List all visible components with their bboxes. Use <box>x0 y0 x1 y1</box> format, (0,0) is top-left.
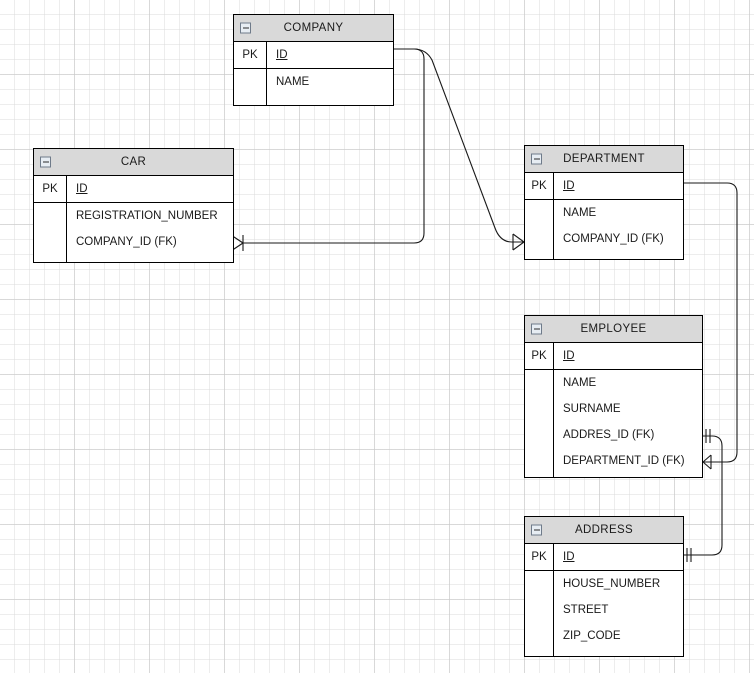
attribute-address-id[interactable]: ID <box>563 551 575 563</box>
attribute-employee-department-id-fk[interactable]: DEPARTMENT_ID (FK) <box>563 455 685 467</box>
entity-company-title: COMPANY <box>283 22 344 34</box>
one-one-marker-employee-address <box>705 429 711 443</box>
attribute-address-zip-code[interactable]: ZIP_CODE <box>563 630 621 642</box>
pk-label: PK <box>242 49 258 61</box>
entity-department-header: DEPARTMENT <box>525 146 683 173</box>
minus-collapse-icon[interactable] <box>531 323 542 335</box>
crows-foot-marker-department <box>512 233 525 251</box>
entity-address-title: ADDRESS <box>574 524 634 536</box>
entity-car[interactable]: CAR PK ID REGISTRATION_NUMBER COMPANY_ID… <box>33 148 234 263</box>
attribute-company-name[interactable]: NAME <box>276 76 310 88</box>
minus-collapse-icon[interactable] <box>240 22 251 34</box>
pk-label: PK <box>531 180 547 192</box>
attribute-department-company-id-fk[interactable]: COMPANY_ID (FK) <box>563 233 664 245</box>
entity-address[interactable]: ADDRESS PK ID HOUSE_NUMBER STREET ZIP_CO… <box>524 516 684 657</box>
crows-foot-marker-employee-department <box>702 454 712 470</box>
entity-company-pk-section: PK ID <box>234 42 393 69</box>
entity-employee[interactable]: EMPLOYEE PK ID NAME SURNAME ADDRES_ID (F… <box>524 315 703 478</box>
attribute-department-id[interactable]: ID <box>563 180 575 192</box>
entity-department[interactable]: DEPARTMENT PK ID NAME COMPANY_ID (FK) <box>524 145 684 260</box>
entity-department-title: DEPARTMENT <box>563 153 645 165</box>
entity-employee-attr-section: NAME SURNAME ADDRES_ID (FK) DEPARTMENT_I… <box>525 370 702 478</box>
minus-collapse-icon[interactable] <box>40 156 51 168</box>
attribute-car-company-id-fk[interactable]: COMPANY_ID (FK) <box>76 236 177 248</box>
entity-employee-header: EMPLOYEE <box>525 316 702 343</box>
attribute-address-house-number[interactable]: HOUSE_NUMBER <box>563 578 661 590</box>
attribute-car-id[interactable]: ID <box>76 183 88 195</box>
pk-label: PK <box>531 350 547 362</box>
entity-employee-pk-section: PK ID <box>525 343 702 370</box>
minus-collapse-icon[interactable] <box>531 524 542 536</box>
one-one-marker-address-id <box>686 548 692 562</box>
attribute-employee-id[interactable]: ID <box>563 350 575 362</box>
entity-employee-title: EMPLOYEE <box>580 323 647 335</box>
entity-company-header: COMPANY <box>234 15 393 42</box>
entity-address-header: ADDRESS <box>525 517 683 544</box>
entity-car-attr-section: REGISTRATION_NUMBER COMPANY_ID (FK) <box>34 203 233 263</box>
attribute-department-name[interactable]: NAME <box>563 207 597 219</box>
attribute-car-registration-number[interactable]: REGISTRATION_NUMBER <box>76 210 218 222</box>
entity-car-pk-section: PK ID <box>34 176 233 203</box>
entity-department-attr-section: NAME COMPANY_ID (FK) <box>525 200 683 260</box>
entity-address-attr-section: HOUSE_NUMBER STREET ZIP_CODE <box>525 571 683 657</box>
pk-label: PK <box>42 183 58 195</box>
attribute-employee-surname[interactable]: SURNAME <box>563 403 621 415</box>
pk-label: PK <box>531 551 547 563</box>
entity-car-title: CAR <box>120 156 147 168</box>
entity-car-header: CAR <box>34 149 233 176</box>
entity-company-attr-section: NAME <box>234 69 393 106</box>
attribute-employee-addres-id-fk[interactable]: ADDRES_ID (FK) <box>563 429 655 441</box>
attribute-company-id[interactable]: ID <box>276 49 288 61</box>
relationship-company-department[interactable] <box>394 48 525 251</box>
entity-address-pk-section: PK ID <box>525 544 683 571</box>
minus-collapse-icon[interactable] <box>531 153 542 165</box>
entity-company[interactable]: COMPANY PK ID NAME <box>233 14 394 106</box>
attribute-employee-name[interactable]: NAME <box>563 377 597 389</box>
attribute-address-street[interactable]: STREET <box>563 604 609 616</box>
entity-department-pk-section: PK ID <box>525 173 683 200</box>
